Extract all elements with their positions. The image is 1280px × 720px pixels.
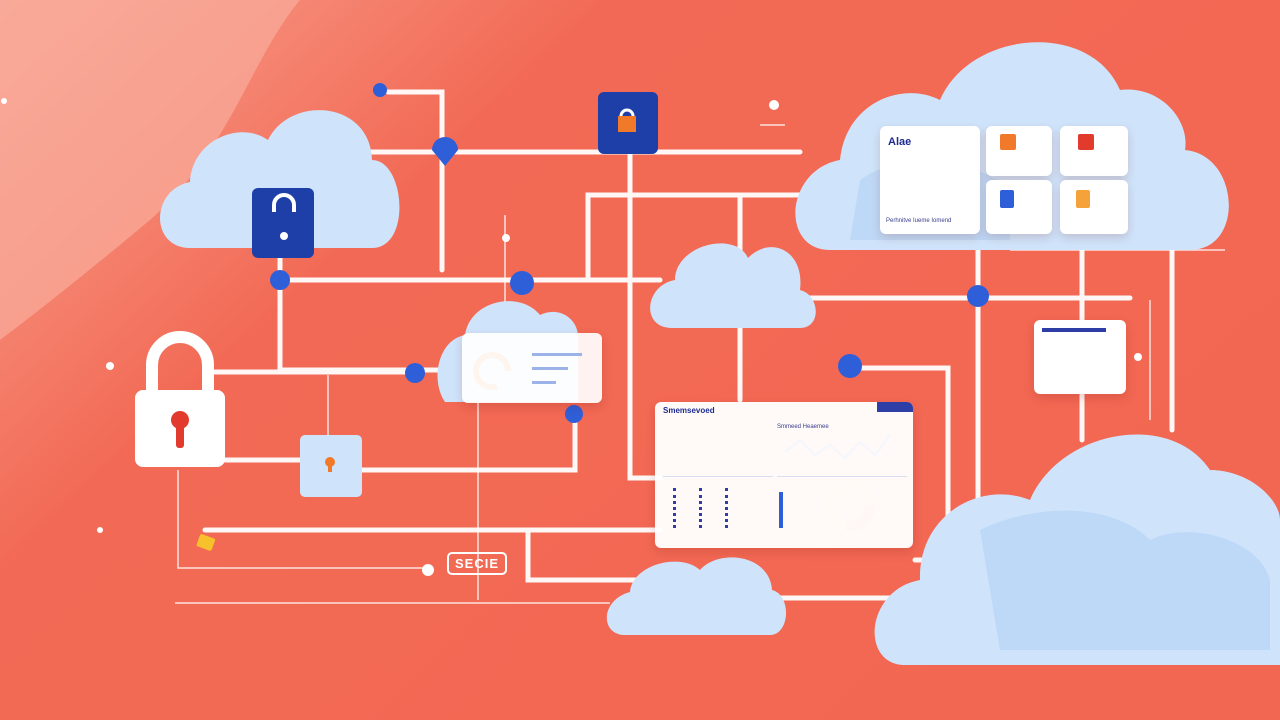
cloud-icon xyxy=(606,557,787,635)
tile-icon xyxy=(1076,190,1090,208)
padlock-shackle xyxy=(619,108,635,117)
summary-card xyxy=(462,333,602,403)
dashboard-panel-tab xyxy=(877,402,913,412)
dashboard-title: Alae xyxy=(888,136,912,148)
lock-card xyxy=(252,188,314,258)
keyhole-slot xyxy=(328,464,332,472)
decor-dot xyxy=(97,527,103,533)
decor-dot xyxy=(422,564,434,576)
padlock-shackle xyxy=(146,331,214,395)
dashboard-tile xyxy=(986,126,1052,176)
connector-line xyxy=(847,365,951,523)
dashboard-panel: Smemsevoed Smmeed Heaemee xyxy=(655,402,913,548)
summary-text-line xyxy=(532,381,556,384)
network-node-icon xyxy=(373,83,387,97)
network-node-icon xyxy=(565,405,583,423)
summary-text-line xyxy=(532,367,568,370)
keyhole-icon xyxy=(171,411,189,429)
panel-divider xyxy=(663,476,773,477)
keyhole-icon xyxy=(280,232,288,240)
tile-icon xyxy=(1000,134,1016,150)
cloud-icon xyxy=(650,243,816,328)
cloud-shade xyxy=(980,510,1270,650)
dashboard-tile xyxy=(1060,180,1128,234)
network-nodes xyxy=(270,83,989,423)
bar-column xyxy=(725,488,742,528)
cloud-icon xyxy=(160,110,400,248)
network-node-icon xyxy=(838,354,862,378)
decorative-dots xyxy=(1,98,1142,576)
decor-dot xyxy=(1,98,7,104)
yellow-tag-icon xyxy=(196,534,216,551)
keyhole-icon xyxy=(325,457,335,467)
connector-line xyxy=(359,417,578,473)
tile-icon xyxy=(1078,134,1094,150)
bar-column xyxy=(699,488,716,528)
decor-dot xyxy=(106,362,114,370)
tile-icon xyxy=(1000,190,1014,208)
background-light-shape xyxy=(0,0,300,340)
bar-column xyxy=(673,488,690,528)
boxed-label: SECIE xyxy=(447,552,508,575)
dashboard-panel-title: Smemsevoed xyxy=(663,406,715,415)
dashboard-tile xyxy=(986,180,1052,234)
orange-lock-body xyxy=(618,116,636,132)
keyhole-slot xyxy=(176,422,184,448)
network-node-icon xyxy=(405,363,425,383)
dashboard-card: Alae Perhnitve Iueme Iomend xyxy=(880,126,980,234)
padlock-shackle xyxy=(272,193,296,212)
network-node-icon xyxy=(432,137,458,166)
connector-line xyxy=(627,152,663,481)
connector-line xyxy=(525,527,653,583)
panel-divider xyxy=(777,476,907,477)
dashboard-caption: Perhnitve Iueme Iomend xyxy=(886,218,952,224)
dashboard-tile xyxy=(1060,126,1128,176)
card-header-line xyxy=(1042,328,1106,332)
cloud-status-card xyxy=(1034,320,1126,394)
connector-line xyxy=(585,192,803,283)
thin-line xyxy=(177,470,428,569)
dashboard-panel-subtitle: Smmeed Heaemee xyxy=(777,424,829,430)
decor-dot xyxy=(1134,353,1142,361)
connector-line xyxy=(385,89,445,273)
decor-dot xyxy=(502,234,510,242)
network-node-icon xyxy=(510,271,534,295)
network-node-icon xyxy=(270,270,290,290)
summary-text-line xyxy=(532,353,582,356)
decor-dot xyxy=(769,100,779,110)
network-node-icon xyxy=(967,285,989,307)
bar-column xyxy=(779,492,803,528)
